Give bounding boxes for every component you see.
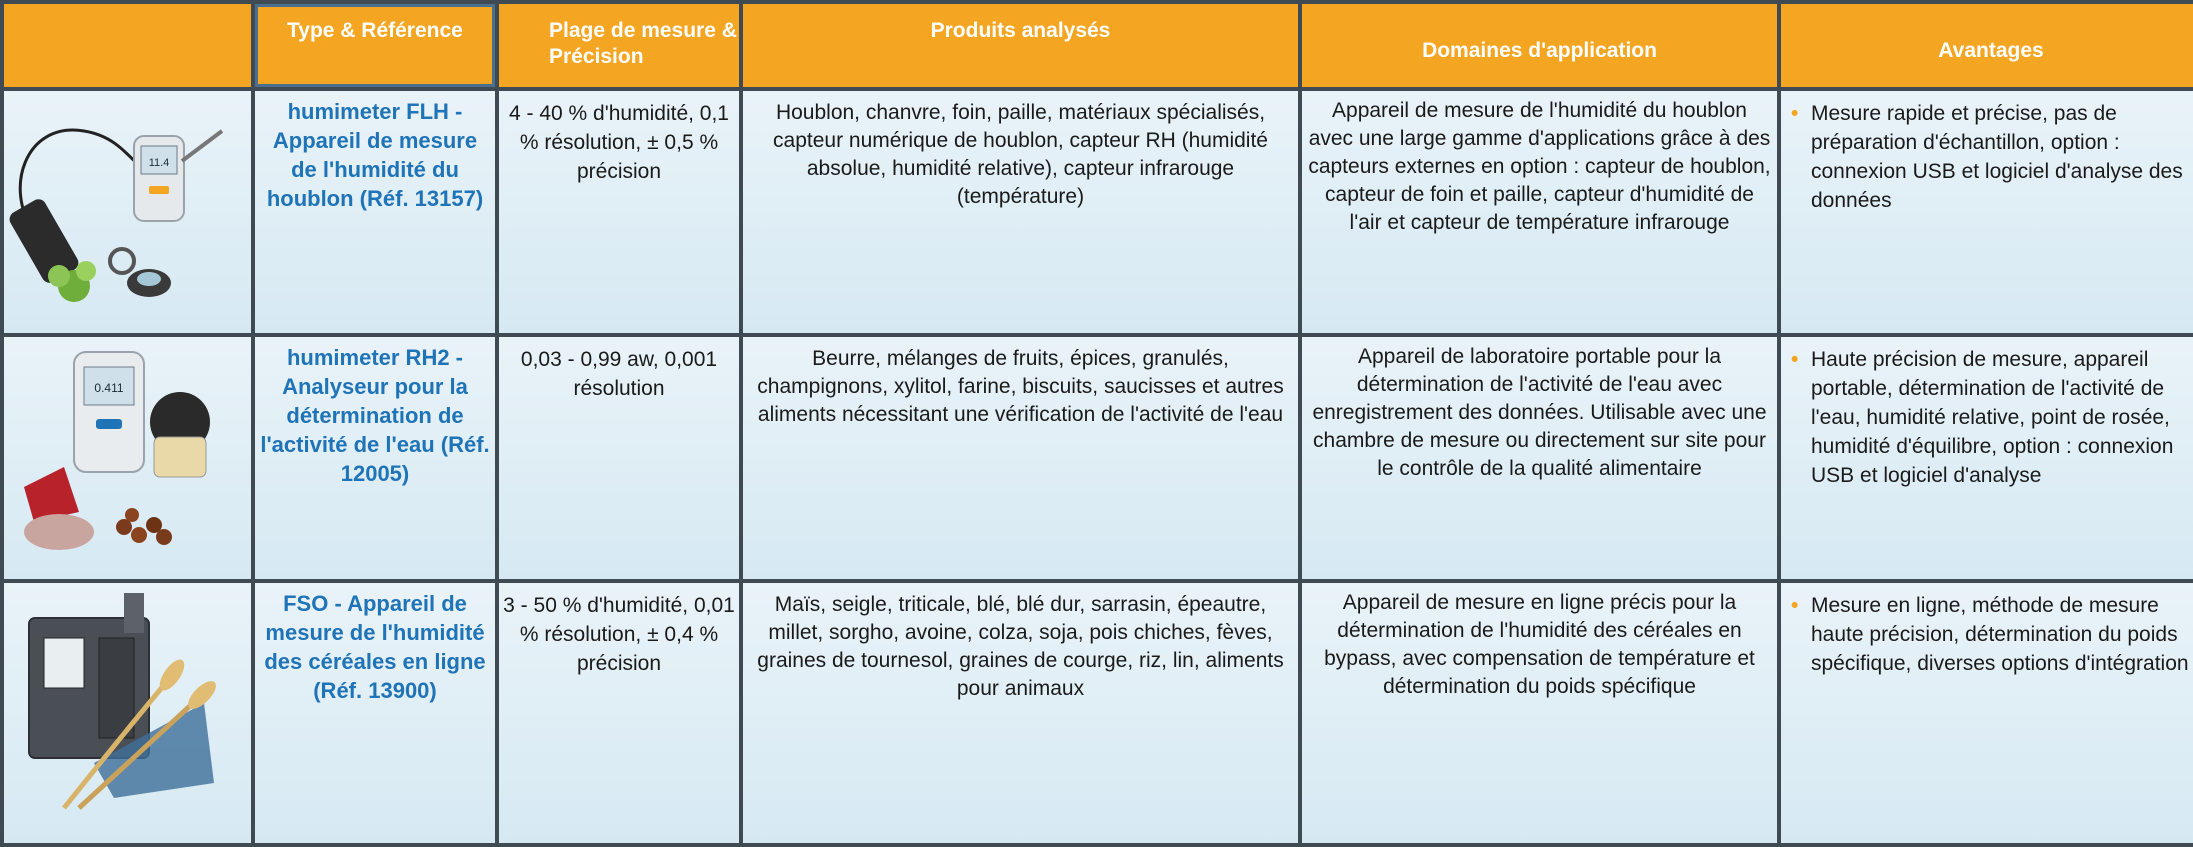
analyzed-products: Maïs, seigle, triticale, blé, blé dur, s…: [757, 593, 1284, 700]
products-cell: Beurre, mélanges de fruits, épices, gran…: [743, 337, 1298, 579]
application-domains: Appareil de mesure en ligne précis pour …: [1324, 591, 1755, 698]
application-domains: Appareil de mesure de l'humidité du houb…: [1308, 99, 1771, 234]
header-domains-label: Domaines d'application: [1422, 39, 1657, 62]
range-cell: 3 - 50 % d'humidité, 0,01 % résolution, …: [499, 583, 739, 843]
header-row: Type & Référence Plage de mesure & Préci…: [4, 4, 2193, 87]
bullet-icon: •: [1791, 594, 1799, 617]
domains-cell: Appareil de mesure de l'humidité du houb…: [1302, 91, 1777, 333]
device-display-reading: 0.411: [94, 381, 123, 395]
domains-cell: Appareil de mesure en ligne précis pour …: [1302, 583, 1777, 843]
water-activity-analyzer-image: 0.411: [24, 351, 210, 550]
products-cell: Maïs, seigle, triticale, blé, blé dur, s…: [743, 583, 1298, 843]
measurement-range: 0,03 - 0,99 aw, 0,001 résolution: [520, 348, 718, 400]
table-row: 11.4 humimeter FLH - Appareil de mesure …: [4, 91, 2193, 333]
advantages-text: Mesure en ligne, méthode de mesure haute…: [1811, 594, 2189, 675]
advantages-cell: • Haute précision de mesure, appareil por…: [1781, 337, 2193, 579]
header-range: Plage de mesure & Précision: [499, 4, 739, 87]
table-row: 0.411 humimeter RH2 - Analyseur pour la …: [4, 337, 2193, 579]
table-row: FSO - Appareil de mesure de l'humidité d…: [4, 583, 2193, 843]
domains-cell: Appareil de laboratoire portable pour la…: [1302, 337, 1777, 579]
product-image-cell: [4, 583, 251, 843]
product-name-cell: humimeter RH2 - Analyseur pour la déterm…: [255, 337, 495, 579]
product-name: humimeter FLH - Appareil de mesure de l'…: [266, 99, 484, 211]
advantages-text: Mesure rapide et précise, pas de prépara…: [1811, 102, 2183, 212]
header-domains: Domaines d'application: [1302, 4, 1777, 87]
header-type: Type & Référence: [255, 4, 495, 87]
product-image-cell: 11.4: [4, 91, 251, 333]
advantages-text: Haute précision de mesure, appareil port…: [1811, 348, 2174, 487]
header-advantages: Avantages: [1781, 4, 2193, 87]
header-advantages-label: Avantages: [1938, 39, 2044, 62]
advantages-cell: • Mesure en ligne, méthode de mesure haut…: [1781, 583, 2193, 843]
range-cell: 0,03 - 0,99 aw, 0,001 résolution: [499, 337, 739, 579]
hop-moisture-meter-image: 11.4: [9, 128, 224, 302]
analyzed-products: Beurre, mélanges de fruits, épices, gran…: [757, 347, 1284, 426]
header-range-label: Plage de mesure & Précision: [549, 19, 737, 68]
product-image-cell: 0.411: [4, 337, 251, 579]
product-name: FSO - Appareil de mesure de l'humidité d…: [264, 591, 486, 703]
advantages-cell: • Mesure rapide et précise, pas de prépar…: [1781, 91, 2193, 333]
header-products-label: Produits analysés: [930, 19, 1111, 42]
header-image: [4, 4, 251, 87]
product-name-cell: humimeter FLH - Appareil de mesure de l'…: [255, 91, 495, 333]
device-display-reading: 11.4: [149, 157, 170, 169]
product-name: humimeter RH2 - Analyseur pour la déterm…: [260, 345, 490, 486]
header-products: Produits analysés: [743, 4, 1298, 87]
measurement-range: 4 - 40 % d'humidité, 0,1 % résolution, ±…: [509, 102, 729, 183]
grain-online-meter-image: [28, 593, 216, 810]
range-cell: 4 - 40 % d'humidité, 0,1 % résolution, ±…: [499, 91, 739, 333]
product-name-cell: FSO - Appareil de mesure de l'humidité d…: [255, 583, 495, 843]
bullet-icon: •: [1791, 102, 1799, 125]
measurement-range: 3 - 50 % d'humidité, 0,01 % résolution, …: [503, 594, 735, 675]
products-cell: Houblon, chanvre, foin, paille, matériau…: [743, 91, 1298, 333]
application-domains: Appareil de laboratoire portable pour la…: [1312, 345, 1767, 480]
analyzed-products: Houblon, chanvre, foin, paille, matériau…: [773, 101, 1268, 208]
bullet-icon: •: [1791, 348, 1799, 371]
header-type-label: Type & Référence: [287, 19, 463, 42]
